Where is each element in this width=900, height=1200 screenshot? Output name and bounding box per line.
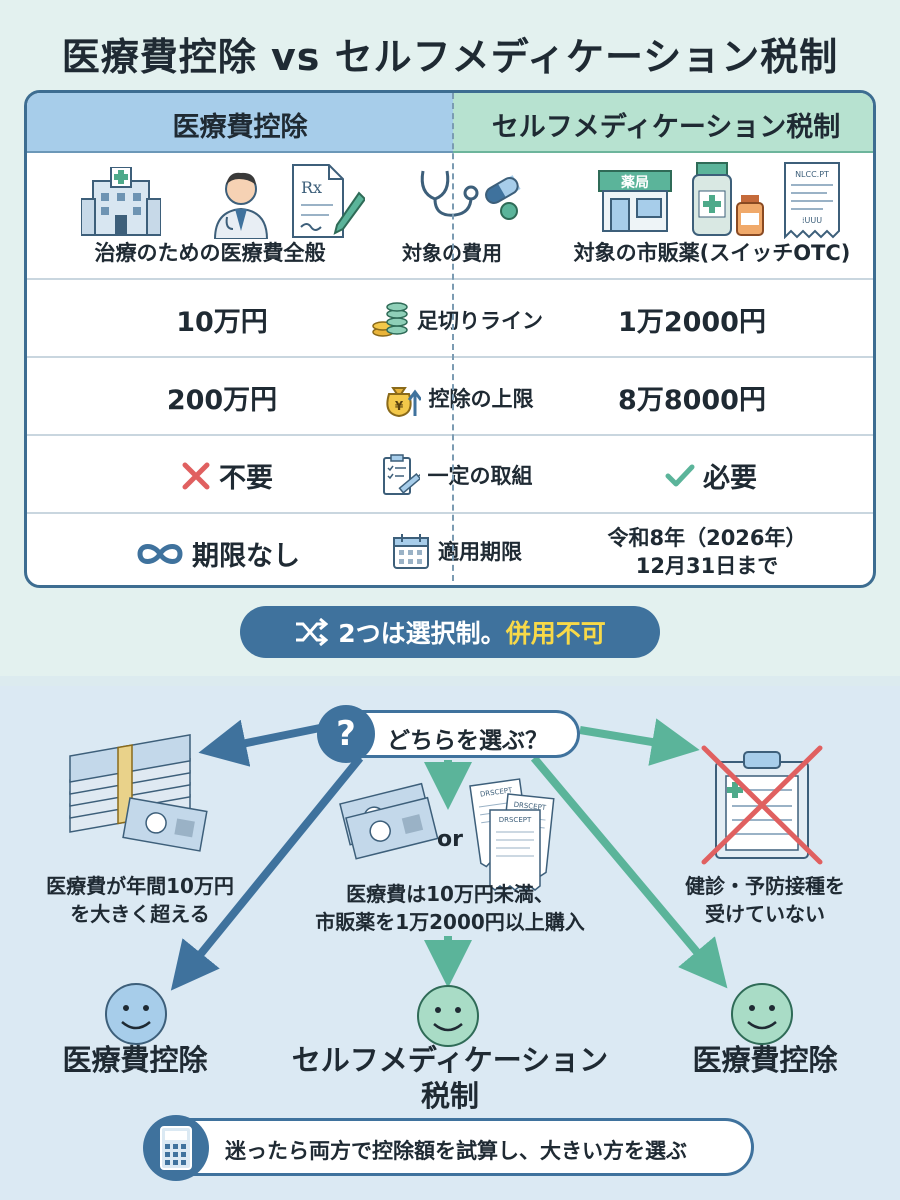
middle-outcome: セルフメディケーション 税制: [270, 1042, 630, 1114]
required-efforts-label-wrap: 一定の取組: [357, 454, 557, 496]
infinity-icon: [137, 543, 183, 564]
header-medical-deduction: 医療費控除: [27, 93, 453, 153]
checklist-syringe-icon: [382, 454, 420, 495]
svg-text:DRSCEPT: DRSCEPT: [499, 816, 532, 824]
label-threshold: 足切りライン: [417, 309, 543, 333]
label-required-efforts: 一定の取組: [427, 464, 533, 488]
check-mark-icon: [665, 464, 695, 486]
target-costs-left: 治療のための医療費全般: [94, 241, 326, 265]
upper-limit-right: 8万8000円: [618, 385, 766, 416]
deadline-right-line1: 令和8年（2026年）: [607, 526, 807, 550]
choice-banner: 2つは選択制。併用不可: [240, 606, 660, 658]
middle-condition-line1: 医療費は10万円未満、: [346, 882, 554, 906]
right-condition: 健診・予防接種を 受けていない: [650, 872, 880, 928]
svg-text:¥: ¥: [394, 399, 403, 413]
comparison-panel: 医療費控除 vs セルフメディケーション税制 医療費控除 セルフメディケーション…: [24, 35, 876, 658]
prescription-icon: Rx: [292, 164, 365, 238]
medicine-bottle-icon: [692, 162, 764, 236]
page-title: 医療費控除 vs セルフメディケーション税制: [61, 35, 839, 79]
shuffle-icon: [296, 618, 329, 646]
right-outcome: 医療費控除: [692, 1043, 838, 1077]
arrow-right-top: [579, 718, 700, 766]
decision-flow-panel: or DRSCEPT DRSCEPT DRSCEPT: [0, 686, 900, 1200]
smiley-middle-icon: [417, 985, 479, 1047]
threshold-right: 1万2000円: [618, 307, 766, 338]
arrow-left-long: [170, 755, 364, 991]
question-pill: ? どちらを選ぶ？: [317, 705, 580, 763]
money-bag-up-icon: ¥: [385, 387, 421, 418]
pharmacy-icon: 薬局: [598, 170, 672, 232]
label-deadline: 適用期限: [438, 540, 522, 564]
middle-outcome-line2: 税制: [420, 1079, 479, 1113]
required-efforts-left: 不要: [219, 463, 273, 494]
threshold-left: 10万円: [176, 307, 268, 338]
deadline-left: 期限なし: [192, 541, 300, 572]
flow-arrows: or DRSCEPT DRSCEPT DRSCEPT: [69, 718, 823, 1047]
arrow-left-top: [198, 719, 321, 767]
middle-outcome-line1: セルフメディケーション: [291, 1043, 609, 1077]
row-upper-limit: 200万円 ¥ 控除の上限 8万8000円: [27, 358, 873, 436]
header-self-medication-label: セルフメディケーション税制: [491, 112, 841, 143]
choice-banner-accent: 併用不可: [505, 619, 606, 648]
or-label: or: [437, 827, 463, 852]
row-deadline: 期限なし 適用期限 令和8年（2026年）: [27, 514, 873, 585]
upper-limit-left: 200万円: [166, 385, 278, 416]
row-required-efforts: 不要 一定の取組: [27, 436, 873, 514]
smiley-left-icon: [105, 983, 167, 1045]
required-efforts-right-wrap: 必要: [631, 456, 791, 495]
x-mark-icon: [182, 462, 210, 489]
threshold-label-wrap: 足切りライン: [357, 302, 557, 338]
deadline-label-wrap: 適用期限: [357, 532, 557, 570]
right-condition-line1: 健診・予防接種を: [685, 874, 845, 898]
deadline-left-wrap: 期限なし: [113, 534, 323, 573]
svg-text:⁞UUU: ⁞UUU: [802, 216, 822, 225]
svg-text:DRSCEPT: DRSCEPT: [513, 801, 547, 812]
coin-stack-icon: [372, 302, 408, 337]
smiley-right-icon: [731, 983, 793, 1045]
doctor-icon: [213, 172, 269, 239]
upper-limit-label-wrap: ¥ 控除の上限: [357, 378, 557, 418]
middle-condition-line2: 市販薬を1万2000円以上購入: [315, 910, 585, 934]
svg-text:NLCC.PT: NLCC.PT: [795, 170, 829, 179]
deadline-right-line2: 12月31日まで: [635, 554, 779, 578]
header-self-medication: セルフメディケーション税制: [453, 93, 873, 153]
left-condition: 医療費が年間10万円 を大きく超える: [20, 872, 260, 928]
svg-text:薬局: 薬局: [621, 174, 649, 191]
right-condition-line2: 受けていない: [705, 902, 825, 926]
target-costs-right: 対象の市販薬(スイッチOTC): [573, 241, 851, 265]
required-efforts-right: 必要: [703, 463, 757, 494]
deadline-right: 令和8年（2026年） 12月31日まで: [567, 524, 847, 580]
choice-banner-main: 2つは選択制。: [338, 619, 506, 648]
column-divider: [452, 93, 454, 585]
calculator-icon: [143, 1115, 209, 1181]
svg-text:Rx: Rx: [301, 178, 322, 197]
hospital-icon: [81, 167, 161, 236]
crossed-clipboard-icon: [701, 745, 823, 865]
question-icon: ?: [317, 705, 375, 763]
comparison-table: 医療費控除 セルフメディケーション税制: [24, 90, 876, 588]
receipt-icon: NLCC.PT ⁞UUU: [784, 162, 840, 239]
stethoscope-pill-icon: [420, 170, 521, 220]
question-text: どちらを選ぶ？: [387, 728, 548, 754]
row-threshold: 10万円 足切りライン 1万2000円: [27, 280, 873, 358]
row-target-costs: Rx 治療のための医療費全般 対象の費用: [27, 153, 873, 280]
receipts-icon: DRSCEPT DRSCEPT DRSCEPT: [469, 778, 555, 891]
middle-condition: 医療費は10万円未満、 市販薬を1万2000円以上購入: [290, 880, 610, 936]
money-stack-icon: [69, 733, 208, 852]
tip-banner: 迷ったら両方で控除額を試算し、大きい方を選ぶ: [143, 1115, 754, 1181]
tip-text: 迷ったら両方で控除額を試算し、大きい方を選ぶ: [225, 1139, 687, 1163]
arrow-right-long: [530, 755, 728, 989]
calendar-icon: [393, 534, 429, 569]
header-medical-deduction-label: 医療費控除: [172, 112, 308, 143]
banknotes-icon: [339, 782, 439, 860]
label-upper-limit: 控除の上限: [428, 387, 534, 411]
required-efforts-left-wrap: 不要: [147, 456, 307, 495]
left-outcome: 医療費控除: [62, 1043, 208, 1077]
left-condition-line1: 医療費が年間10万円: [46, 874, 234, 898]
left-condition-line2: を大きく超える: [70, 902, 210, 926]
